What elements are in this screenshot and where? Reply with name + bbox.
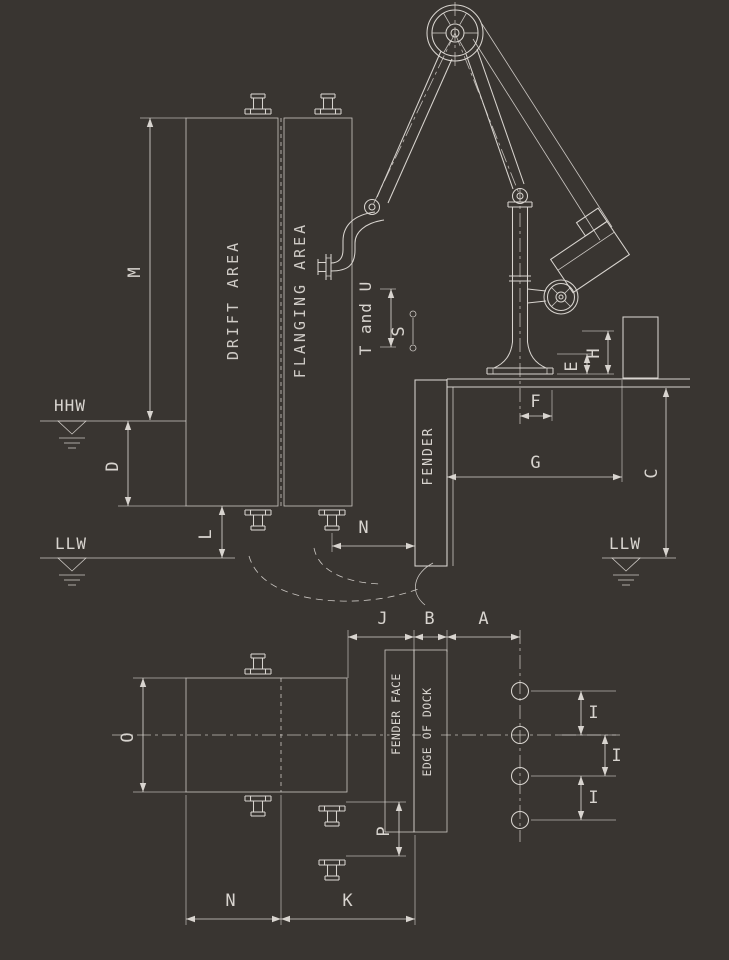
plan-view: J B A FENDER FACE EDGE OF xyxy=(112,609,622,925)
hhw-label: HHW xyxy=(54,396,86,415)
fender-face-strip: FENDER FACE xyxy=(384,649,415,833)
dock-fender-cylinder xyxy=(622,316,659,379)
counterweight xyxy=(549,207,631,294)
pipe-flange-symbol xyxy=(244,795,272,817)
plan-area-region xyxy=(185,677,348,793)
dim-label-k: K xyxy=(342,891,353,911)
pipe-flange-symbols-plan xyxy=(244,653,346,881)
hhw-water-mark: HHW xyxy=(40,396,186,449)
dim-O: O xyxy=(118,677,186,793)
dim-label-e: E xyxy=(562,360,582,371)
llw-water-mark-right: LLW xyxy=(602,534,676,586)
dim-label-d: D xyxy=(103,460,123,471)
pipe-flange-symbol xyxy=(318,859,346,881)
dim-D: D xyxy=(103,421,186,507)
dim-N-K: N K xyxy=(185,795,416,925)
drift-area-label: DRIFT AREA xyxy=(224,240,242,360)
dim-H: H xyxy=(582,330,614,374)
llw-water-mark-left: LLW xyxy=(40,534,235,586)
llw-left-label: LLW xyxy=(55,534,87,553)
pipe-flange-symbol xyxy=(318,805,346,827)
loading-arm xyxy=(363,2,613,241)
dim-G: G xyxy=(447,380,623,482)
dim-label-a: A xyxy=(478,609,489,629)
dim-label-i3: I xyxy=(588,788,599,808)
sheave-wheel-icon xyxy=(543,279,579,315)
dim-S: S xyxy=(389,310,417,352)
dim-label-o: O xyxy=(118,731,138,742)
dim-label-c: C xyxy=(642,467,662,478)
ship-hull-curves xyxy=(248,547,434,606)
dim-label-m: M xyxy=(125,266,145,277)
drift-area-region: DRIFT AREA xyxy=(185,117,279,507)
pipe-flange-symbol xyxy=(244,653,272,675)
dim-F: F xyxy=(520,390,553,421)
dim-P: P xyxy=(346,801,406,857)
dim-J-B-A: J B A xyxy=(347,609,520,678)
dim-M: M xyxy=(125,117,186,420)
dim-label-f: F xyxy=(530,392,541,412)
dim-label-p: P xyxy=(374,825,394,836)
dim-E: E xyxy=(557,353,614,375)
flanging-area-label: FLANGING AREA xyxy=(291,222,309,378)
pulley-sheave-icon xyxy=(426,4,484,62)
dim-N-elevation: N xyxy=(331,518,415,552)
dim-label-s: S xyxy=(389,325,409,336)
pipe-flange-symbol xyxy=(244,509,272,531)
dim-label-i1: I xyxy=(588,703,599,723)
dim-I-group: I I I xyxy=(531,690,622,821)
pipe-flange-symbol xyxy=(244,93,272,115)
flanging-area-region: FLANGING AREA xyxy=(280,117,353,507)
dim-T-and-U: T and U xyxy=(356,281,396,355)
llw-right-label: LLW xyxy=(609,534,641,553)
elevation-view: DRIFT AREA FLANGING AREA xyxy=(40,2,690,606)
dim-label-n-elevation: N xyxy=(358,518,369,538)
dim-label-g: G xyxy=(530,453,541,473)
dim-label-n-plan: N xyxy=(225,891,236,911)
gooseneck-pipe xyxy=(317,211,385,280)
dim-L: L xyxy=(196,506,226,558)
pipe-flange-symbol xyxy=(318,509,346,531)
dim-label-t-and-u: T and U xyxy=(356,281,375,355)
dim-label-j: J xyxy=(377,609,388,629)
edge-of-dock-label: EDGE OF DOCK xyxy=(420,687,434,776)
edge-of-dock-strip: EDGE OF DOCK xyxy=(413,649,448,833)
riser-column xyxy=(486,188,554,424)
bolt-hole-circles xyxy=(510,681,530,830)
dim-label-h: H xyxy=(584,347,604,358)
dim-label-i2: I xyxy=(611,746,622,766)
dim-C: C xyxy=(642,388,670,557)
pipe-flange-symbol xyxy=(314,93,342,115)
fender-face-label: FENDER FACE xyxy=(389,673,403,755)
dim-label-b: B xyxy=(424,609,435,629)
fender-section: FENDER xyxy=(414,379,448,567)
fender-label: FENDER xyxy=(421,427,436,486)
dim-label-l: L xyxy=(196,528,216,539)
